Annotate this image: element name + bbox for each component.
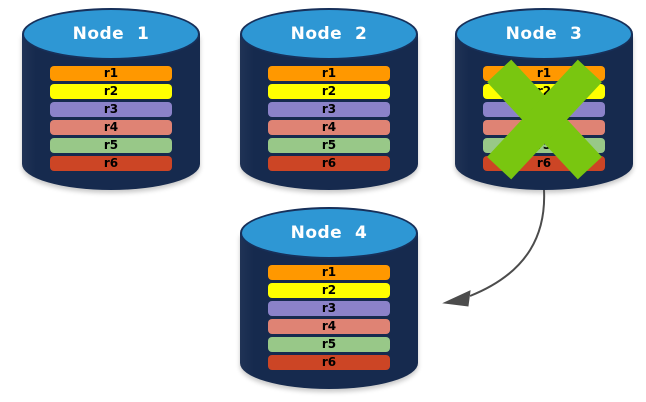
node-cylinder-node1[interactable]: Node 1 r1 r2 r3 r4 r5 r6 bbox=[22, 8, 200, 190]
node1-row-r3[interactable]: r3 bbox=[50, 102, 172, 117]
node3-cylinder-top bbox=[455, 8, 633, 60]
node3-label: Node 3 bbox=[505, 24, 583, 44]
node2-cylinder-top bbox=[240, 8, 418, 60]
node-cylinder-node3[interactable]: Node 3 r1 r2 r3 r4 r5 r6 bbox=[455, 8, 633, 190]
node1-row-list: r1 r2 r3 r4 r5 r6 bbox=[50, 66, 172, 171]
node4-row-r2[interactable]: r2 bbox=[268, 283, 390, 298]
node1-row-r2[interactable]: r2 bbox=[50, 84, 172, 99]
node4-cylinder-top bbox=[240, 207, 418, 259]
node4-row-r6[interactable]: r6 bbox=[268, 355, 390, 370]
node2-row-r4[interactable]: r4 bbox=[268, 120, 390, 135]
node1-label: Node 1 bbox=[72, 24, 150, 44]
node4-row-r5[interactable]: r5 bbox=[268, 337, 390, 352]
node4-row-r1[interactable]: r1 bbox=[268, 265, 390, 280]
node3-row-r4[interactable]: r4 bbox=[483, 120, 605, 135]
node-cylinder-node4[interactable]: Node 4 r1 r2 r3 r4 r5 r6 bbox=[240, 207, 418, 389]
node1-row-r6[interactable]: r6 bbox=[50, 156, 172, 171]
node3-row-r1[interactable]: r1 bbox=[483, 66, 605, 81]
node2-row-r3[interactable]: r3 bbox=[268, 102, 390, 117]
node2-row-r2[interactable]: r2 bbox=[268, 84, 390, 99]
node4-row-list: r1 r2 r3 r4 r5 r6 bbox=[268, 265, 390, 370]
node3-row-r5[interactable]: r5 bbox=[483, 138, 605, 153]
node2-row-list: r1 r2 r3 r4 r5 r6 bbox=[268, 66, 390, 171]
node-cylinder-node2[interactable]: Node 2 r1 r2 r3 r4 r5 r6 bbox=[240, 8, 418, 190]
node1-row-r1[interactable]: r1 bbox=[50, 66, 172, 81]
node4-row-r4[interactable]: r4 bbox=[268, 319, 390, 334]
node2-label: Node 2 bbox=[290, 24, 368, 44]
node3-row-r3[interactable]: r3 bbox=[483, 102, 605, 117]
node3-row-r2[interactable]: r2 bbox=[483, 84, 605, 99]
node2-row-r5[interactable]: r5 bbox=[268, 138, 390, 153]
node4-row-r3[interactable]: r3 bbox=[268, 301, 390, 316]
node3-row-r6[interactable]: r6 bbox=[483, 156, 605, 171]
node4-label: Node 4 bbox=[290, 223, 368, 243]
node1-row-r5[interactable]: r5 bbox=[50, 138, 172, 153]
replication-arrow-path bbox=[469, 189, 546, 297]
node2-row-r1[interactable]: r1 bbox=[268, 66, 390, 81]
node2-row-r6[interactable]: r6 bbox=[268, 156, 390, 171]
replication-arrow-head bbox=[442, 290, 471, 307]
node1-row-r4[interactable]: r4 bbox=[50, 120, 172, 135]
node3-row-list: r1 r2 r3 r4 r5 r6 bbox=[483, 66, 605, 171]
node1-cylinder-top bbox=[22, 8, 200, 60]
